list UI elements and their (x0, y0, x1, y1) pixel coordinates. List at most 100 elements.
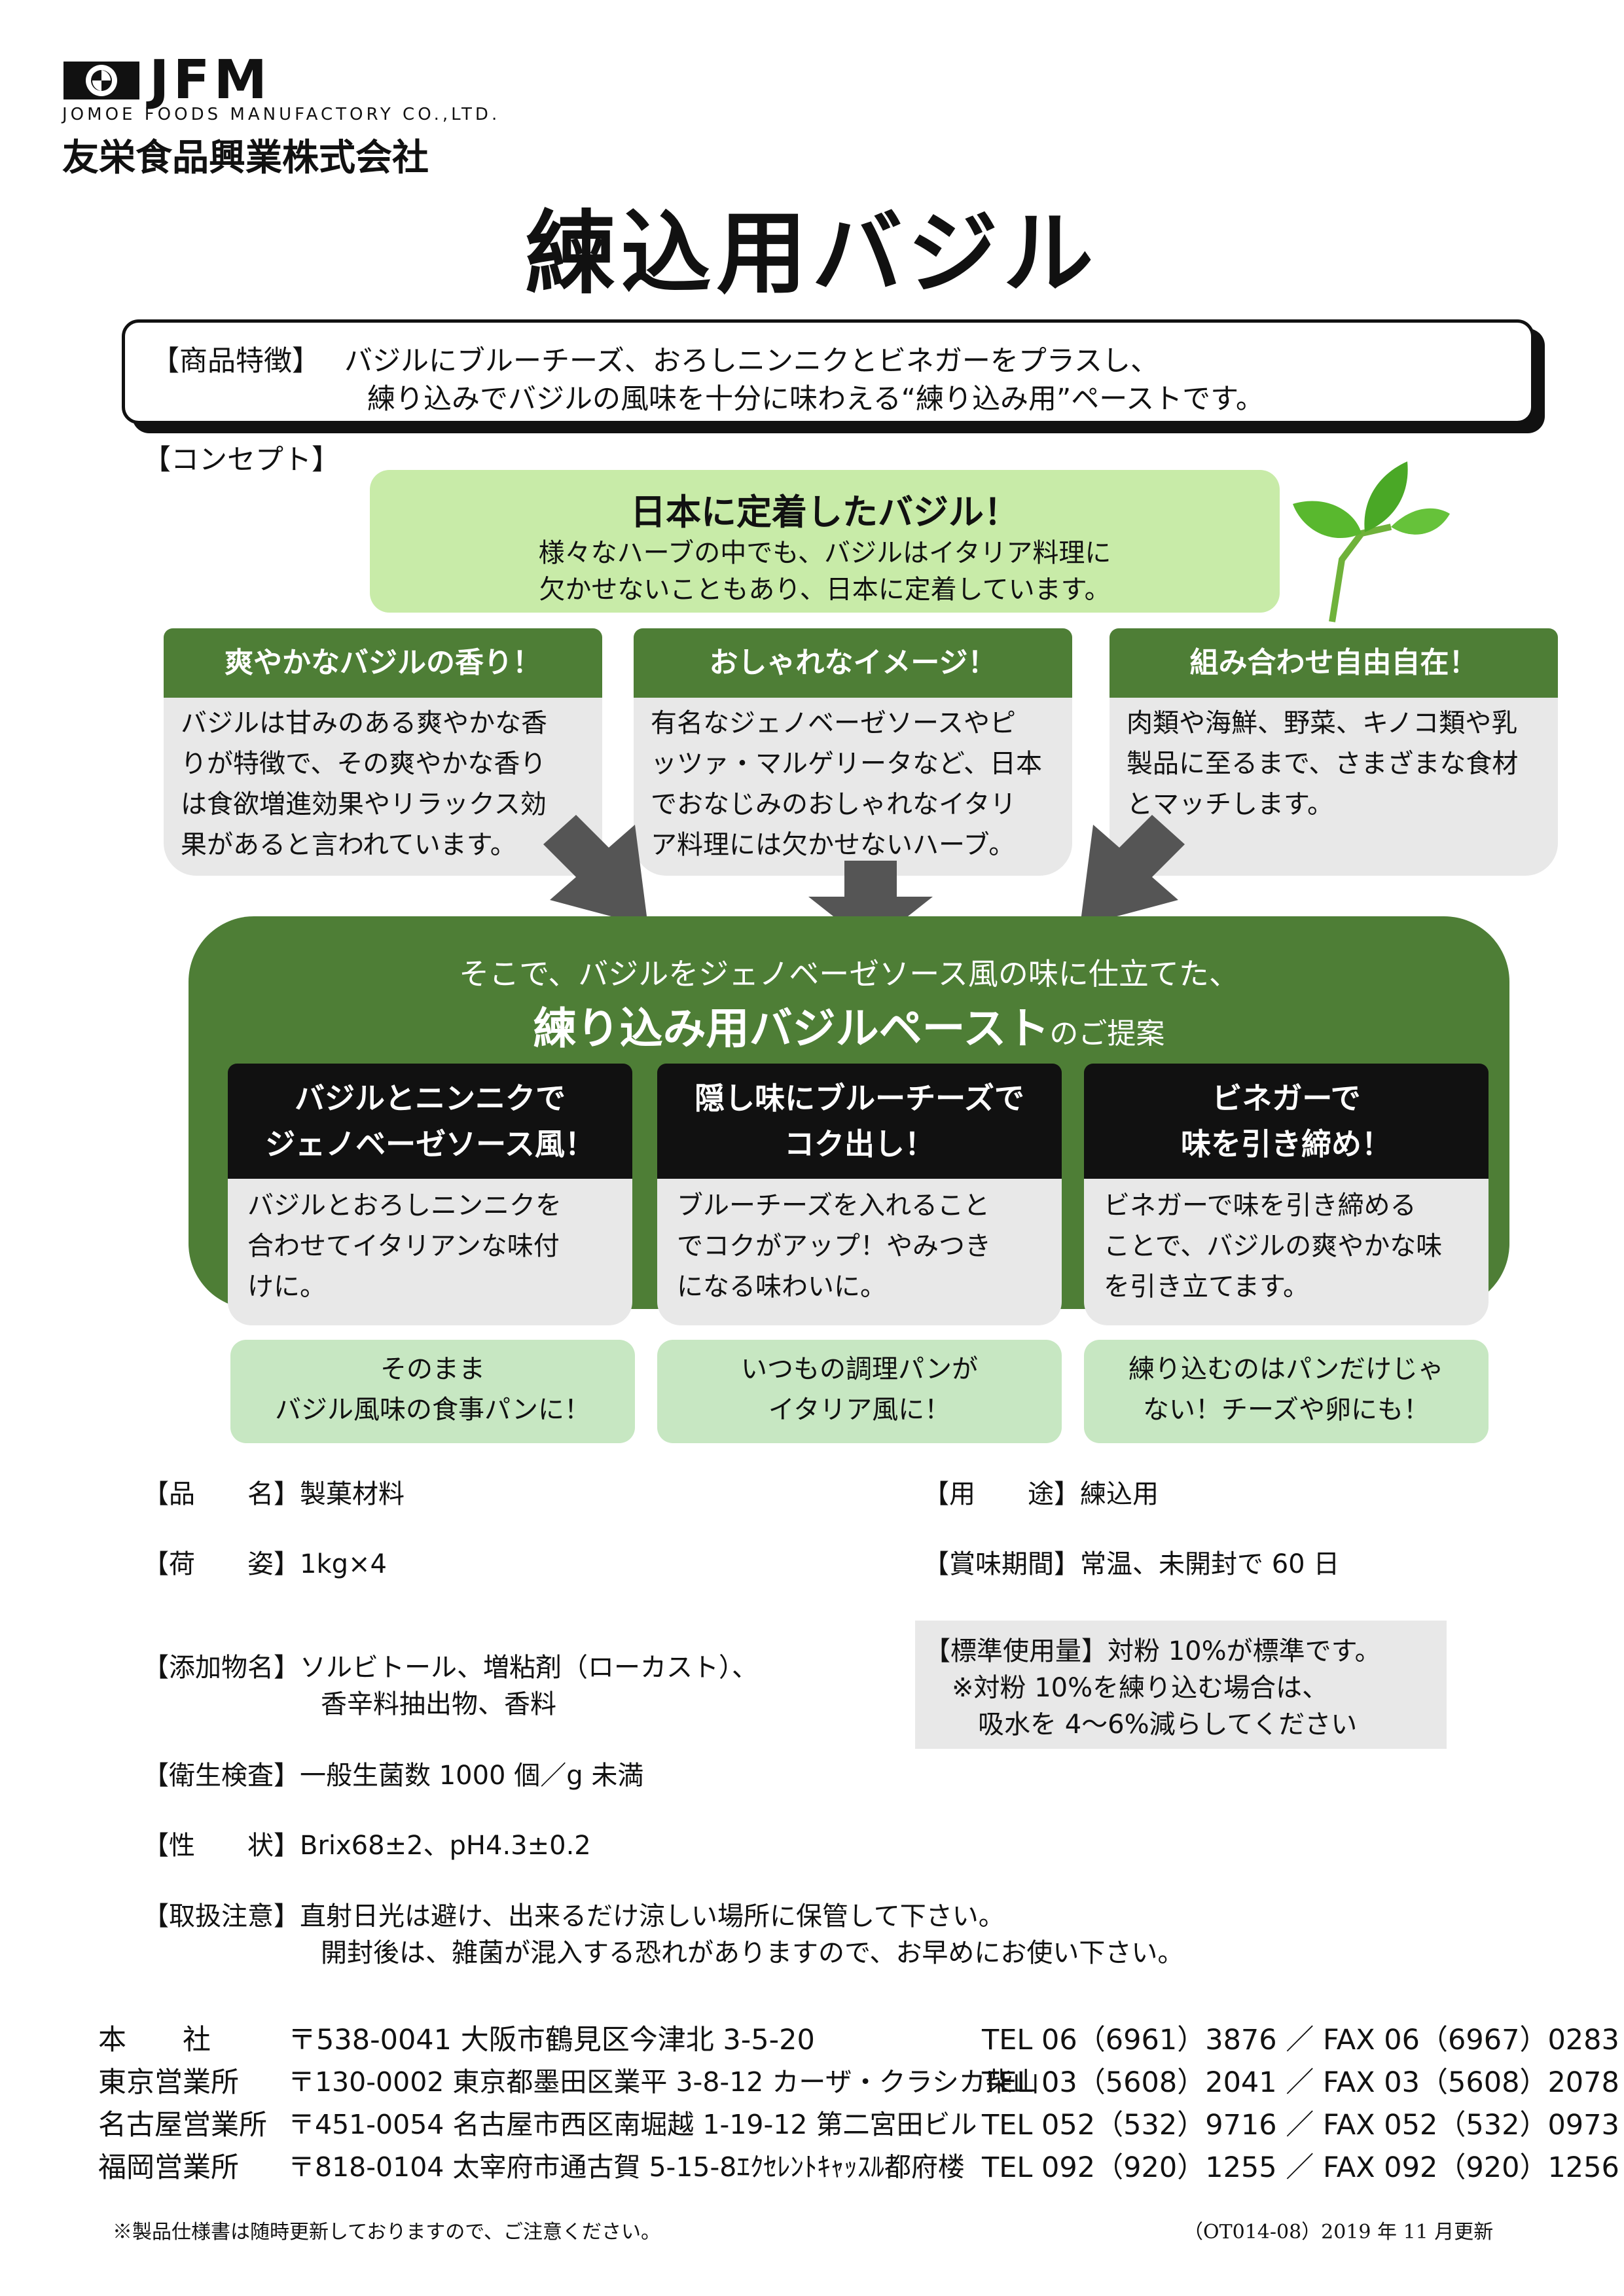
item-heading-line: 隠し味にブルーチーズで (695, 1081, 1024, 1116)
item-line: を引き立てます。 (1104, 1272, 1309, 1302)
item-body: ビネガーで味を引き締める ことで、バジルの爽やかな味 を引き立てます。 (1084, 1179, 1489, 1325)
spec-label: 【添加物名】 (143, 1653, 300, 1683)
usage-note-box: 練り込むのはパンだけじゃ ない！チーズや卵にも！ (1084, 1340, 1489, 1443)
item-heading-line: ジェノベーゼソース風！ (265, 1126, 595, 1162)
office-address: 〒451-0054 名古屋市西区南堀越 1-19-12 第二宮田ビル (288, 2109, 977, 2140)
office-address: 〒538-0041 大阪市鶴見区今津北 3-5-20 (288, 2024, 815, 2056)
card-line: 有名なジェノベーゼソースやピ (651, 708, 1016, 738)
card-line: ッツァ・マルゲリータなど、日本 (651, 749, 1042, 779)
spec-value: 一般生菌数 1000 個／g 未満 (300, 1761, 644, 1791)
company-logo-mark-icon (63, 62, 139, 99)
card-line: 果があると言われています。 (181, 830, 516, 860)
usage-note-box: そのまま バジル風味の食事パンに！ (230, 1340, 635, 1443)
hero-text-line-1: 様々なハーブの中でも、バジルはイタリア料理に (538, 538, 1111, 568)
spec-label: 【衛生検査】 (143, 1761, 300, 1791)
item-line: けに。 (247, 1272, 326, 1302)
spec-label: 【品 名】 (143, 1479, 300, 1509)
item-heading-line: 味を引き締め！ (1181, 1126, 1392, 1162)
spec-value: 常温、未開封で 60 日 (1080, 1549, 1340, 1579)
office-phone: TEL 052（532）9716 ／ FAX 052（532）0973 (982, 2109, 1619, 2142)
footer-revision: （OT014-08）2019 年 11 月更新 (1183, 2221, 1494, 2244)
item-line: でコクがアップ！やみつき (677, 1231, 991, 1261)
item-heading-line: コク出し！ (784, 1126, 935, 1162)
card-title: 組み合わせ自由自在！ (1110, 628, 1558, 698)
arrow-down-icon (808, 861, 933, 946)
logo-text: JFM (149, 49, 272, 111)
footer-note: ※製品仕様書は随時更新しておりますので、ご注意ください。 (113, 2221, 660, 2244)
card-line: とマッチします。 (1127, 789, 1333, 819)
proposal-suffix: のご提案 (1049, 1017, 1165, 1050)
spec-usage-box: 【標準使用量】対粉 10%が標準です。 ※対粉 10%を練り込む場合は、 吸水を… (915, 1621, 1447, 1749)
item-line: バジルとおろしニンニクを (247, 1191, 562, 1221)
feature-line-1: バジルにブルーチーズ、おろしニンニクとビネガーをプラスし、 (344, 345, 1159, 378)
usage-note-line: 吸水を 4～6%減らしてください (978, 1710, 1358, 1740)
item-heading: バジルとニンニクで ジェノベーゼソース風！ (228, 1064, 632, 1179)
item-heading: ビネガーで 味を引き締め！ (1084, 1064, 1489, 1179)
spec-packaging: 【荷 姿】1kg×4 (143, 1546, 387, 1583)
spec-name: 【品 名】製菓材料 (143, 1476, 405, 1513)
note-line: ない！チーズや卵にも！ (1143, 1395, 1430, 1425)
note-line: バジル風味の食事パンに！ (275, 1395, 590, 1425)
spec-value: 直射日光は避け、出来るだけ涼しい場所に保管して下さい。 (300, 1901, 1005, 1931)
spec-label: 【賞味期間】 (923, 1549, 1080, 1579)
proposal-product: 練り込み用バジルペースト (533, 1003, 1050, 1054)
spec-label: 【標準使用量】 (924, 1636, 1108, 1666)
spec-label: 【性 状】 (143, 1831, 300, 1861)
office-address: 〒818-0104 太宰府市通古賀 5-15-8ｴｸｾﾚﾝﾄｷｬｯｽﾙ都府楼 (288, 2151, 965, 2183)
card-line: でおなじみのおしゃれなイタリ (651, 789, 1017, 819)
proposal-item-genovese: バジルとニンニクで ジェノベーゼソース風！ バジルとおろしニンニクを 合わせてイ… (228, 1064, 632, 1325)
office-address: 〒130-0002 東京都墨田区業平 3-8-12 カーザ・クラシカ柴山 (288, 2066, 1039, 2098)
feature-label: 【商品特徴】 (151, 345, 320, 378)
office-phone: TEL 03（5608）2041 ／ FAX 03（5608）2078 (982, 2066, 1619, 2099)
item-body: ブルーチーズを入れること でコクがアップ！やみつき になる味わいに。 (657, 1179, 1062, 1325)
spec-additives: 【添加物名】ソルビトール、増粘剤（ローカスト）、 香辛料抽出物、香料 (143, 1649, 758, 1723)
spec-property: 【性 状】Brix68±2、pH4.3±0.2 (143, 1827, 591, 1864)
basil-leaf-icon (1293, 461, 1450, 622)
spec-shelf-life: 【賞味期間】常温、未開封で 60 日 (923, 1546, 1339, 1583)
office-name: 福岡営業所 (98, 2151, 239, 2184)
card-title: おしゃれなイメージ！ (634, 628, 1072, 698)
note-line: いつもの調理パンが (741, 1354, 978, 1384)
card-line: 製品に至るまで、さまざまな食材 (1127, 749, 1519, 779)
spec-label: 【荷 姿】 (143, 1549, 300, 1579)
page-title: 練込用バジル (525, 201, 1099, 306)
concept-label: 【コンセプト】 (143, 444, 340, 476)
card-title: 爽やかなバジルの香り！ (164, 628, 602, 698)
spec-use: 【用 途】練込用 (923, 1476, 1159, 1513)
proposal-intro: そこで、バジルをジェノベーゼソース風の味に仕立てた、 (459, 956, 1239, 992)
card-body: 肉類や海鮮、野菜、キノコ類や乳 製品に至るまで、さまざまな食材 とマッチします。 (1110, 698, 1558, 876)
card-line: ア料理には欠かせないハーブ。 (651, 830, 1015, 860)
office-phone: TEL 06（6961）3876 ／ FAX 06（6967）0283 (982, 2024, 1619, 2056)
item-line: ことで、バジルの爽やかな味 (1104, 1231, 1443, 1261)
spec-label: 【用 途】 (923, 1479, 1080, 1509)
card-line: 肉類や海鮮、野菜、キノコ類や乳 (1127, 708, 1518, 738)
spec-value: 香辛料抽出物、香料 (321, 1689, 556, 1719)
spec-value: 製菓材料 (300, 1479, 405, 1509)
card-line: バジルは甘みのある爽やかな香 (181, 708, 547, 738)
office-name: 東京営業所 (98, 2066, 239, 2099)
hero-title: 日本に定着したバジル！ (630, 492, 1019, 533)
feature-line-2: 練り込みでバジルの風味を十分に味わえる“練り込み用”ペーストです。 (367, 383, 1264, 416)
item-heading: 隠し味にブルーチーズで コク出し！ (657, 1064, 1062, 1179)
concept-card-aroma: 爽やかなバジルの香り！ バジルは甘みのある爽やかな香 りが特徴で、その爽やかな香… (164, 628, 602, 876)
office-phone: TEL 092（920）1255 ／ FAX 092（920）1256 (982, 2151, 1619, 2184)
spec-value: 練込用 (1080, 1479, 1159, 1509)
note-line: イタリア風に！ (768, 1395, 951, 1425)
spec-value: 対粉 10%が標準です。 (1108, 1636, 1381, 1666)
card-body: 有名なジェノベーゼソースやピ ッツァ・マルゲリータなど、日本 でおなじみのおしゃ… (634, 698, 1072, 876)
logo-english-name: JOMOE FOODS MANUFACTORY CO.,LTD. (62, 105, 501, 124)
item-line: になる味わいに。 (677, 1272, 886, 1302)
proposal-headline: 練り込み用バジルペーストのご提案 (189, 994, 1509, 1056)
card-line: は食欲増進効果やリラックス効 (181, 789, 547, 819)
spec-label: 【取扱注意】 (143, 1901, 300, 1931)
note-line: そのまま (380, 1354, 485, 1384)
card-line: りが特徴で、その爽やかな香り (181, 749, 547, 779)
arrow-down-right-icon (543, 815, 648, 926)
item-line: 合わせてイタリアンな味付 (247, 1231, 560, 1261)
note-line: 練り込むのはパンだけじゃ (1128, 1354, 1444, 1384)
usage-note-box: いつもの調理パンが イタリア風に！ (657, 1340, 1062, 1443)
usage-note-line: ※対粉 10%を練り込む場合は、 (952, 1673, 1329, 1703)
proposal-item-bluecheese: 隠し味にブルーチーズで コク出し！ ブルーチーズを入れること でコクがアップ！や… (657, 1064, 1062, 1325)
spec-hygiene: 【衛生検査】一般生菌数 1000 個／g 未満 (143, 1757, 643, 1794)
item-heading-line: ビネガーで (1212, 1081, 1361, 1116)
